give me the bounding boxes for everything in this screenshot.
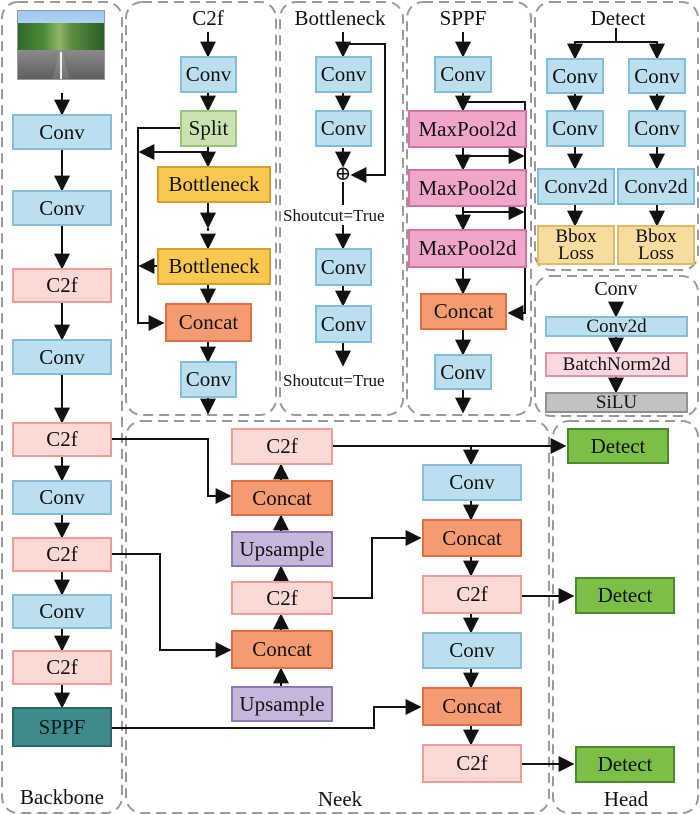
c2f-concat: Concat [165,303,252,342]
neck-concat-3: Concat [422,519,522,557]
neck-upsample-2: Upsample [231,686,333,722]
c2f-conv-in: Conv [180,56,237,93]
conv-detail-batchnorm: BatchNorm2d [545,352,688,377]
backbone-panel [1,1,123,814]
c2f-conv-out: Conv [180,361,237,398]
bottleneck-panel-title: Bottleneck [294,6,386,30]
head-title: Head [603,787,649,811]
bottleneck-conv-3: Conv [315,248,372,286]
bbox-label-b: Bbox [635,225,677,247]
head-detect-2: Detect [575,577,675,614]
sppf-maxpool-2: MaxPool2d [408,169,527,207]
neck-c2f-right-1: C2f [422,575,522,614]
c2f-bottleneck-2: Bottleneck [157,248,271,285]
backbone-conv-2: Conv [12,190,112,226]
backbone-title: Backbone [20,785,104,809]
detect-conv-1b: Conv [628,58,686,94]
conv-detail-silu: SiLU [545,392,688,413]
sppf-maxpool-1: MaxPool2d [408,110,527,148]
backbone-conv-1: Conv [12,114,112,150]
conv-detail-panel [534,275,699,417]
sppf-concat: Concat [420,293,507,330]
head-detect-1: Detect [567,428,669,464]
neck-concat-4: Concat [422,687,522,726]
c2f-bottleneck-1: Bottleneck [157,166,271,203]
head-panel [552,420,699,814]
shortcut-label-1: Shoutcut=True [283,206,385,225]
detect-panel-title: Detect [590,6,646,30]
road-photo [17,10,105,80]
detect-conv-1a: Conv [546,58,604,94]
loss-label-a: Loss [558,243,594,264]
detect-bbox-loss-b: Bbox Loss [617,225,695,265]
sppf-panel [406,1,532,416]
bbox-label-a: Bbox [555,225,597,247]
sppf-maxpool-3: MaxPool2d [408,229,527,268]
backbone-sppf: SPPF [12,707,112,747]
detect-conv2d-a: Conv2d [537,168,615,205]
conv-detail-conv2d: Conv2d [545,316,688,337]
c2f-panel [125,1,277,416]
neck-concat-2: Concat [231,630,333,669]
backbone-c2f-3: C2f [12,537,112,572]
backbone-conv-5: Conv [12,594,112,629]
sppf-panel-title: SPPF [439,6,487,30]
add-icon: ⊕ [334,163,352,185]
bottleneck-conv-4: Conv [315,305,372,343]
neck-concat-1: Concat [231,480,333,516]
connector-arrows [54,28,665,772]
neck-c2f-mid: C2f [231,581,333,615]
neck-conv-2: Conv [422,632,522,669]
neck-c2f-top: C2f [231,428,333,465]
backbone-c2f-2: C2f [12,422,112,457]
bottleneck-panel [279,1,404,416]
detect-conv-2a: Conv [546,110,604,147]
c2f-panel-title: C2f [192,6,224,30]
neck-upsample-1: Upsample [231,531,333,567]
detect-conv2d-b: Conv2d [617,168,695,205]
c2f-ellipsis: ⋮ [196,209,220,235]
neck-conv-1: Conv [422,464,522,501]
conv-panel-title: Conv [594,278,638,300]
backbone-conv-3: Conv [12,339,112,375]
backbone-conv-4: Conv [12,480,112,515]
loss-label-b: Loss [638,243,674,264]
c2f-split: Split [180,110,237,147]
bottleneck-conv-1: Conv [315,56,372,93]
shortcut-label-2: Shoutcut=True [283,371,385,390]
detect-panel [534,1,699,271]
bottleneck-conv-2: Conv [315,110,372,147]
detect-conv-2b: Conv [628,110,686,147]
neck-title: Neek [317,787,363,811]
backbone-c2f-1: C2f [12,268,112,303]
detect-bbox-loss-a: Bbox Loss [537,225,615,265]
neck-panel [125,420,550,814]
neck-c2f-right-2: C2f [422,744,522,783]
sppf-conv-2: Conv [434,354,492,390]
head-detect-3: Detect [575,746,675,783]
sppf-conv-1: Conv [434,56,492,93]
backbone-c2f-4: C2f [12,650,112,685]
